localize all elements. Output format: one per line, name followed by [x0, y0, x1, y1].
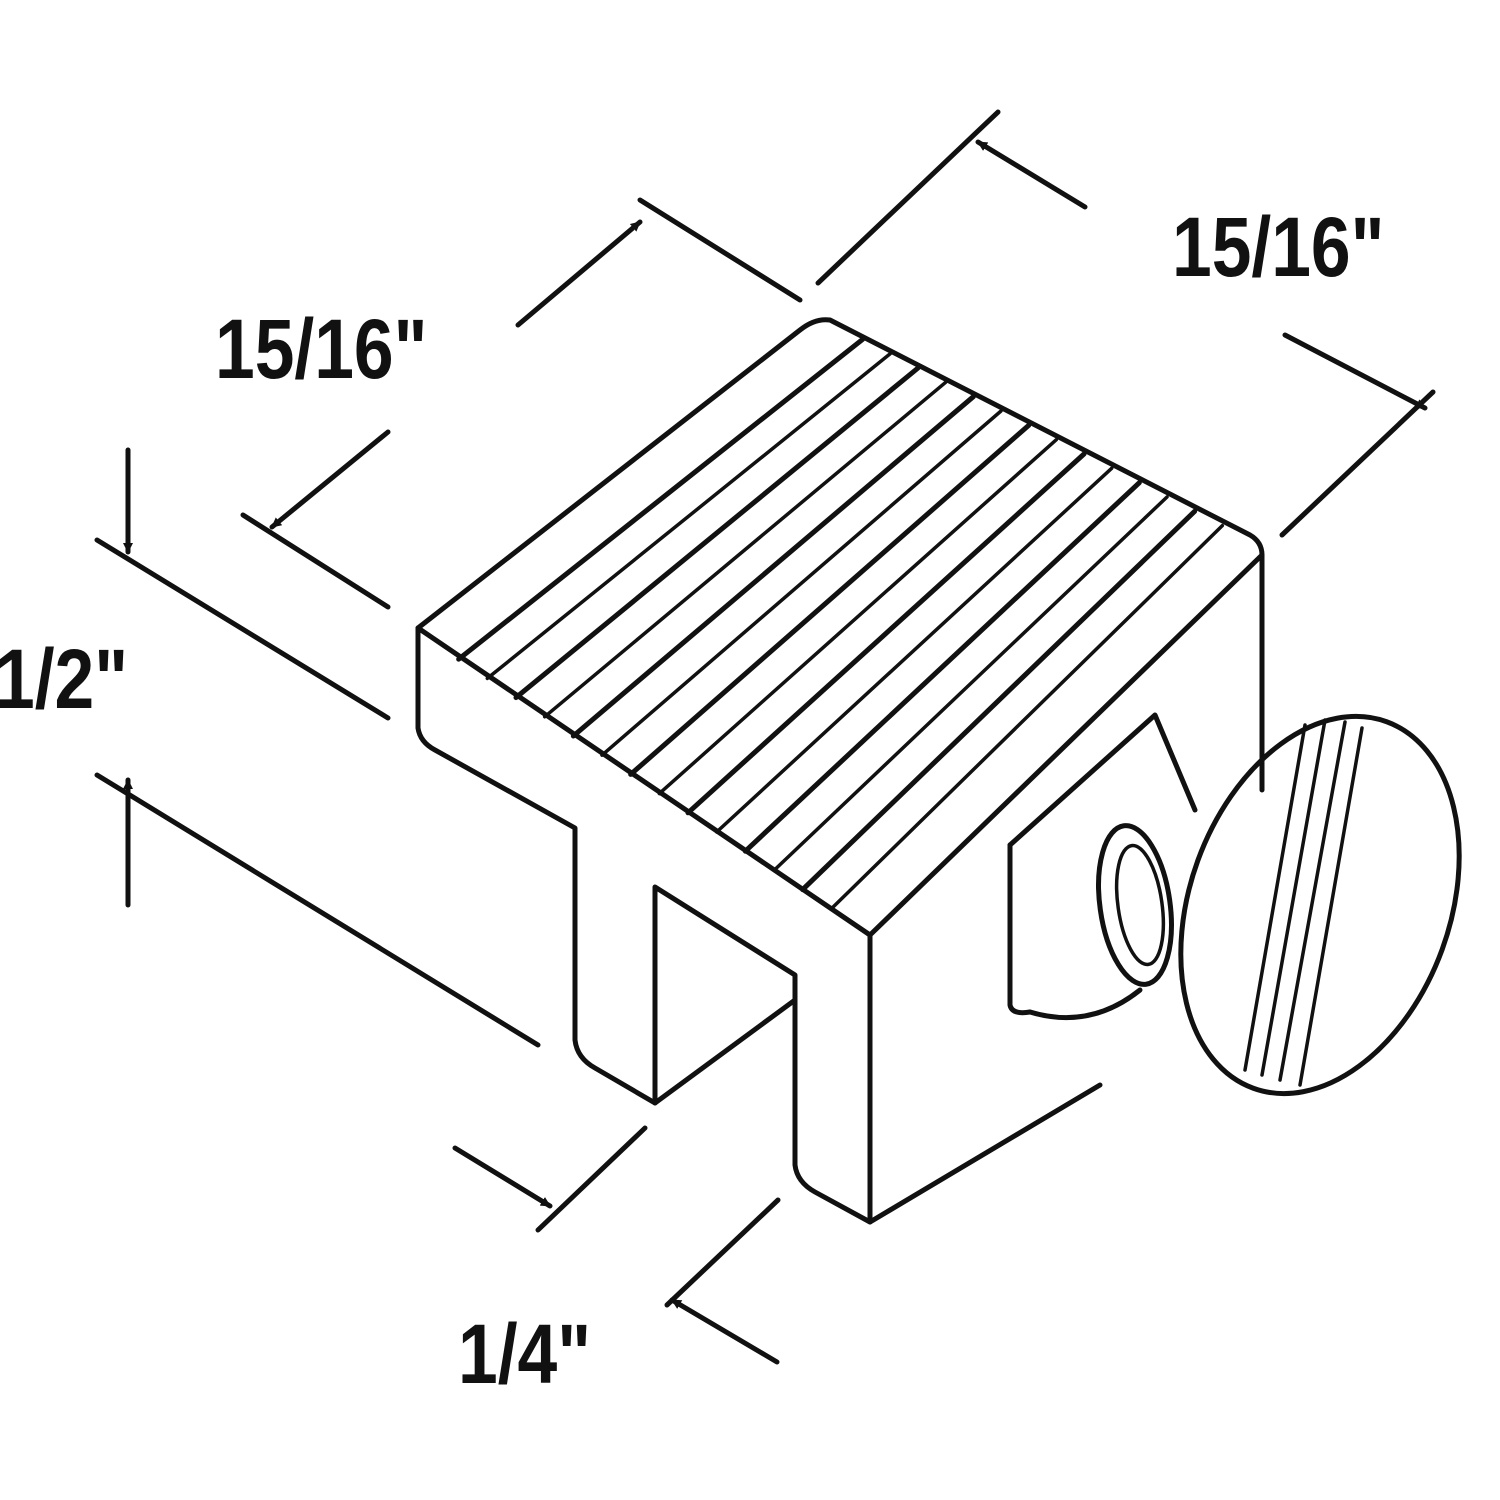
knob-slot	[1243, 718, 1364, 1087]
screw-nut	[1007, 712, 1198, 1021]
grip-ridge	[829, 523, 1225, 911]
label-top-depth: 15/16"	[215, 301, 427, 396]
grip-ridge	[570, 394, 976, 739]
grip-ridge	[714, 466, 1114, 834]
screw-knob	[1178, 713, 1462, 1097]
grip-ridge	[628, 422, 1032, 777]
arrow-top-width	[975, 139, 1088, 210]
dimension-lines	[94, 109, 1436, 1365]
screw-thread	[1114, 843, 1166, 967]
screw-shaft	[1096, 823, 1174, 987]
right-face-outline	[867, 552, 1265, 1225]
arrow-slot	[452, 1145, 553, 1209]
grip-ridge	[485, 351, 893, 681]
grip-ridge	[657, 437, 1059, 796]
grip-ridge	[772, 495, 1169, 873]
thumb-screw	[1007, 712, 1462, 1097]
grip-ridge	[513, 365, 921, 701]
lock-body	[415, 317, 1265, 1225]
slot-inner-edge	[652, 997, 798, 1106]
grip-ridge	[456, 336, 866, 662]
arrow-top-depth	[515, 219, 643, 328]
label-height: 1/2"	[0, 631, 128, 726]
front-face-outline	[415, 625, 873, 1225]
grip-ridge	[742, 480, 1142, 854]
top-face-outline	[415, 317, 1265, 938]
grip-ridge	[542, 380, 948, 719]
grip-ridge	[600, 409, 1003, 757]
label-top-width: 15/16"	[1172, 199, 1384, 294]
grip-ridge	[800, 508, 1198, 893]
grip-ridges	[456, 336, 1225, 911]
label-slot-width: 1/4"	[458, 1306, 591, 1401]
grip-ridge	[685, 451, 1087, 816]
